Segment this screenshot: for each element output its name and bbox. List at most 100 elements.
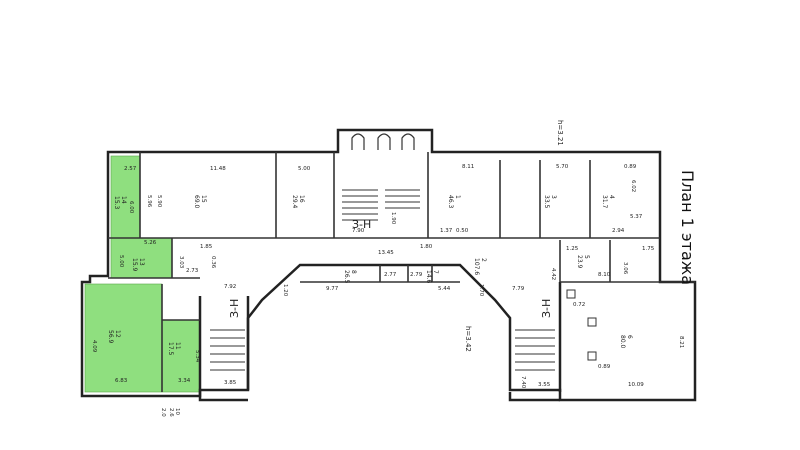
dimension-label: 4.09	[91, 340, 97, 353]
room-area: 69.0	[193, 195, 200, 209]
dimension-label: 5.44	[438, 286, 451, 292]
dimension-label: 1.80	[420, 244, 433, 250]
interior-walls	[108, 152, 695, 392]
stair-left	[210, 329, 245, 371]
windows-top	[351, 133, 415, 150]
room-number: 15	[200, 195, 207, 203]
upper-wing-outline	[80, 128, 697, 402]
dimension-label: 5.00	[298, 166, 311, 172]
columns	[566, 289, 597, 361]
dimension-label: 2.94	[612, 228, 625, 234]
stair-label: З-Н	[228, 299, 241, 318]
room-number: 3	[550, 195, 557, 199]
dimension-label: 10	[174, 408, 180, 415]
dimension-label: 5.70	[556, 164, 569, 170]
dimension-label: 8.10	[598, 272, 611, 278]
room-area: 33.5	[543, 195, 550, 209]
room-number: 8	[350, 270, 357, 274]
dimension-label: 3.03	[178, 256, 184, 269]
room-number: 5	[583, 255, 590, 259]
stair-labels: З-Н З-Н З-Н	[228, 218, 553, 318]
dimension-label: 2.6	[168, 408, 174, 417]
dimension-label: 2.73	[186, 268, 199, 274]
room-number: 7	[432, 270, 439, 274]
dimension-label: 2.57	[124, 166, 137, 172]
dimension-label: 0.36	[210, 256, 216, 269]
dimension-label: 3.06	[622, 262, 628, 275]
dimension-label: 3.55	[538, 382, 551, 388]
bottom-stair-right	[508, 392, 560, 402]
stair-center	[342, 189, 420, 221]
bottom-stair-left	[198, 390, 248, 402]
dimension-label: 7.40	[520, 376, 526, 389]
dimension-label: 2.0	[160, 408, 166, 417]
room-number: 11	[174, 342, 181, 350]
dimension-label: 0.50	[456, 228, 469, 234]
dimension-label: 7.79	[512, 286, 525, 292]
dimension-label: 1.37	[440, 228, 453, 234]
stair-label: З-Н	[352, 218, 371, 231]
room-area: 107.6	[473, 258, 480, 275]
room-area: 31.7	[601, 195, 608, 209]
dimension-label: 0.72	[573, 302, 585, 308]
room-number: 1	[454, 195, 461, 199]
dimension-label: 5.26	[144, 240, 157, 246]
room-number: 2	[480, 258, 487, 262]
room-area: 26.5	[343, 270, 350, 284]
dimension-label: 3.34	[178, 378, 191, 384]
dimension-label: 1.25	[566, 246, 579, 252]
room-13-highlight	[110, 237, 173, 279]
dimension-label: 9.77	[326, 286, 339, 292]
dimension-label: 5.34	[194, 350, 200, 363]
room-area: 56.9	[107, 330, 114, 344]
dimension-label: 2.79	[410, 272, 423, 278]
room-area: 29.4	[291, 195, 298, 209]
room-number: 14	[120, 196, 127, 204]
room-area: 46.3	[447, 195, 454, 209]
stairs	[210, 189, 555, 371]
room-number: 4	[608, 195, 615, 199]
dimension-label: 1.75	[642, 246, 655, 252]
dimension-label: 8.11	[462, 164, 474, 170]
room-area: 15.3	[113, 196, 120, 210]
dimension-label: 5.90	[156, 195, 162, 208]
dimension-label: 8.21	[678, 336, 684, 348]
height-label: h=3.42	[464, 326, 472, 352]
dimension-label: 5.37	[630, 214, 643, 220]
dimension-label: 5.96	[146, 195, 152, 208]
dimension-label: 7.92	[224, 284, 236, 290]
plan-title: План 1 этажа	[678, 170, 697, 285]
dimension-label: 7.90	[352, 228, 365, 234]
dimension-label: 3.85	[224, 380, 237, 386]
room-14-highlight	[110, 155, 141, 239]
dimension-label: 10.09	[628, 382, 644, 388]
room-area: 80.0	[619, 335, 626, 349]
dimension-label: 4.42	[550, 268, 556, 280]
room-area: 17.5	[167, 342, 174, 356]
room-number: 16	[298, 195, 305, 203]
dimension-label: 2.77	[384, 272, 397, 278]
stair-right	[515, 329, 555, 371]
height-label: h=3.21	[556, 120, 564, 146]
dimension-label: 6.02	[630, 180, 636, 192]
stair-label: З-Н	[540, 299, 553, 318]
dimension-label: 1.90	[390, 212, 396, 225]
walls	[80, 128, 697, 402]
room-12-highlight	[84, 283, 163, 393]
highlighted-rooms	[84, 155, 201, 393]
dimension-label: 13.45	[378, 250, 394, 256]
room-area: 23.9	[576, 255, 583, 269]
dimension-label: 6.00	[128, 201, 134, 214]
dimension-label: 1.85	[200, 244, 213, 250]
dimension-label: 5.00	[118, 255, 124, 268]
dimension-label: 1.20	[282, 284, 288, 297]
room-number: 13	[138, 258, 145, 266]
room-area: 15.9	[131, 258, 138, 272]
dimension-label: 1.70	[478, 284, 484, 297]
dimension-label: 0.89	[624, 164, 637, 170]
dimension-labels: 11.48 5.00 8.11 5.70 0.89 2.57 5.96 5.90 6.00 5.2…	[91, 164, 684, 417]
dimension-label: 11.48	[210, 166, 226, 172]
room-number: 12	[114, 330, 121, 338]
room-number: 6	[626, 335, 633, 339]
dimension-label: 0.89	[598, 364, 611, 370]
